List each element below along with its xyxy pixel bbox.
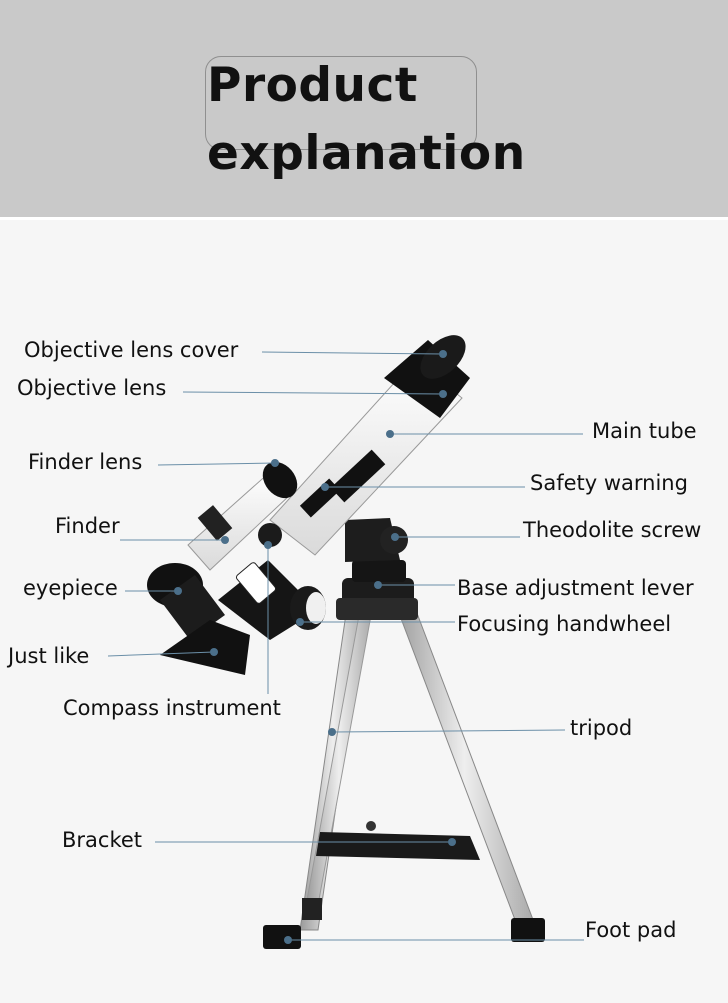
label-safety-warning: Safety warning	[530, 473, 688, 494]
eyepiece-shape	[147, 563, 250, 675]
label-theodolite-screw: Theodolite screw	[523, 520, 701, 541]
label-objective-lens-cover: Objective lens cover	[24, 340, 238, 361]
label-main-tube: Main tube	[592, 421, 697, 442]
label-finder-lens: Finder lens	[28, 452, 142, 473]
label-foot-pad: Foot pad	[585, 920, 676, 941]
label-bracket: Bracket	[62, 830, 142, 851]
label-just-like: Just like	[8, 646, 89, 667]
tripod-head	[336, 518, 418, 620]
label-base-adjustment-lever: Base adjustment lever	[457, 578, 694, 599]
label-compass-instrument: Compass instrument	[63, 698, 281, 719]
foot-pad-right	[511, 918, 545, 942]
label-focusing-handwheel: Focusing handwheel	[457, 614, 671, 635]
tripod-legs	[263, 600, 545, 949]
label-objective-lens: Objective lens	[17, 378, 166, 399]
label-eyepiece: eyepiece	[23, 578, 118, 599]
label-finder: Finder	[55, 516, 120, 537]
label-tripod: tripod	[570, 718, 632, 739]
foot-pad-left	[263, 925, 301, 949]
